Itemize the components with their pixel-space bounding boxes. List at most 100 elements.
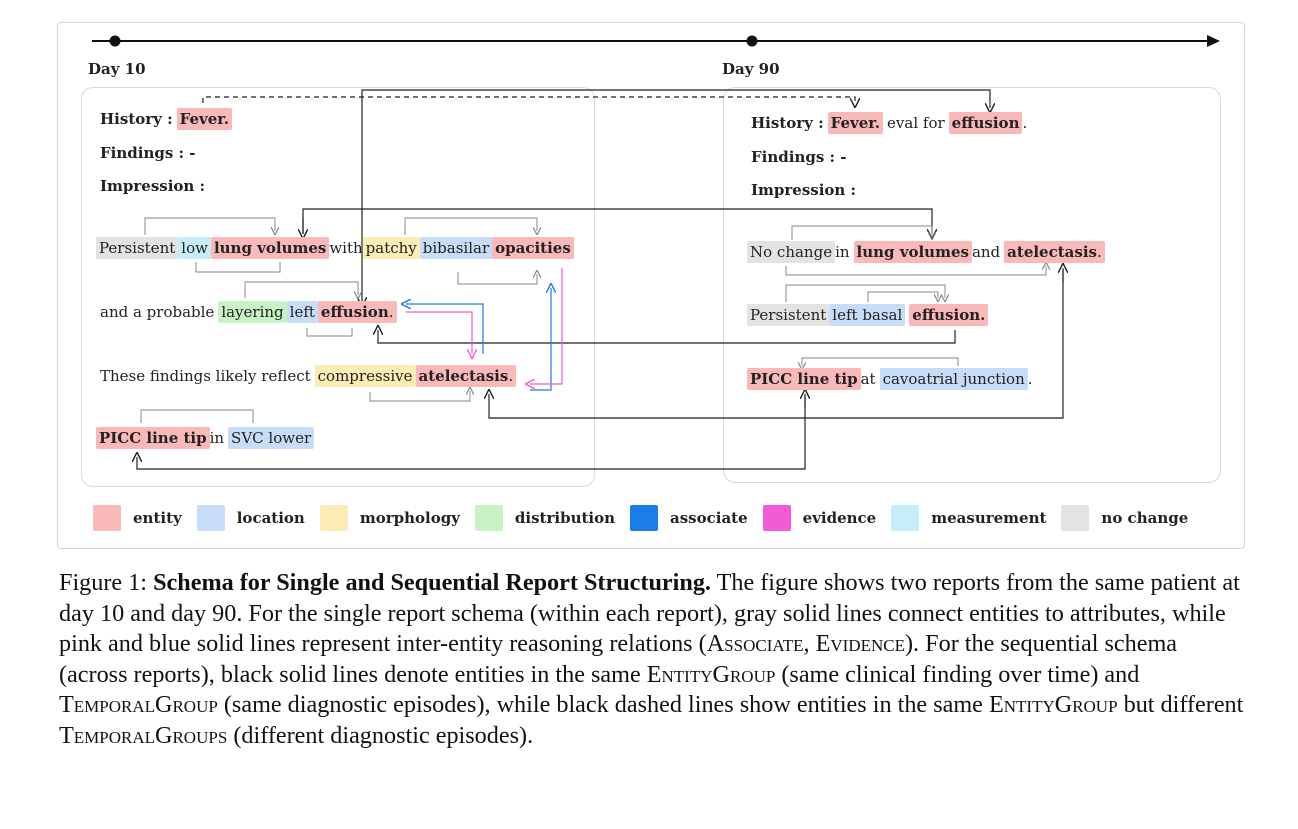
evidence-link-2: [530, 268, 563, 384]
token-patchy: patchy: [362, 237, 420, 259]
solid-link-lung-volumes: [302, 208, 932, 234]
gray-link-cavoatrial: [802, 357, 959, 366]
caption-sc-associate: Associate: [706, 630, 804, 657]
report-day10-box: [81, 87, 595, 487]
caption-sc-temporalgroups: TemporalGroups: [59, 721, 228, 749]
timeline-dot-day90: [746, 35, 758, 47]
token-in-2: in: [835, 243, 850, 261]
gray-link-no-change-2: [785, 266, 1046, 276]
token-persistent: Persistent: [96, 237, 179, 259]
entity-fever: Fever.: [176, 108, 233, 130]
caption-text-4: (same clinical finding over time) and: [775, 660, 1140, 688]
gray-link-left-basal: [867, 291, 938, 302]
gray-link-no-change: [791, 225, 932, 240]
solid-link-atelectasis: [489, 270, 1064, 419]
token-these-findings: These findings likely reflect: [100, 367, 311, 385]
token-left-basal: left basal: [829, 304, 906, 326]
token-no-change: No change: [747, 241, 836, 263]
token-and: and: [971, 243, 1001, 261]
token-eval-for: eval for: [887, 114, 945, 132]
token-and-a-probable: and a probable: [100, 303, 215, 321]
gray-link-persistent-2: [785, 284, 945, 302]
history-label-2: History :: [751, 114, 824, 132]
legend-item-entity: entity: [93, 505, 182, 531]
token-compressive: compressive: [314, 365, 416, 387]
report2-sentence3: PICC line tip at cavoatrial junction .: [747, 368, 1033, 390]
token-low: low: [178, 237, 211, 259]
solid-link-picc: [137, 396, 806, 470]
report2-history: History : Fever. eval for effusion .: [751, 112, 1027, 134]
token-with: with: [329, 239, 363, 257]
token-bibasilar: bibasilar: [419, 237, 493, 259]
report2-sentence2: Persistent left basal effusion.: [747, 304, 989, 326]
entity-opacities: opacities: [492, 237, 574, 259]
token-at: at: [860, 370, 876, 388]
caption-sc-temporalgroup: TemporalGroup: [59, 691, 218, 718]
gray-link-svc: [140, 409, 254, 423]
entity-fever-2: Fever.: [827, 112, 884, 134]
gray-link-persistent: [144, 217, 275, 235]
report1-sentence2: and a probable layering left effusion.: [100, 301, 397, 323]
report2-sentence1: No change in lung volumes and atelectasi…: [747, 241, 1105, 263]
caption-text-6: but different: [1117, 691, 1244, 718]
caption-text-3: ). For the sequential schema (across rep…: [59, 630, 1178, 688]
legend-swatch-distribution: [474, 505, 503, 531]
history-label: History :: [100, 110, 173, 128]
gray-link-compressive: [369, 391, 470, 402]
report1-sentence3: These findings likely reflect compressiv…: [100, 365, 517, 387]
legend-item-distribution: distribution: [474, 505, 615, 531]
dashed-link-fever: [202, 96, 855, 103]
token-layering: layering: [218, 301, 287, 323]
legend-swatch-entity: [93, 505, 121, 531]
legend-item-evidence: evidence: [762, 505, 876, 531]
entity-effusion-history: effusion: [948, 112, 1023, 134]
caption-sc-entitygroup-2: EntityGroup: [988, 691, 1118, 718]
token-persistent-2: Persistent: [747, 304, 830, 326]
figure-frame: [57, 22, 1245, 549]
figure-caption: Figure 1: Schema for Single and Sequenti…: [59, 568, 1245, 751]
gray-link-left: [306, 328, 353, 337]
gray-link-bibasilar: [457, 272, 537, 285]
report1-impression: Impression :: [100, 177, 206, 195]
caption-text-5: (same diagnostic episodes), while black …: [217, 691, 989, 718]
caption-prefix: Figure 1:: [59, 569, 154, 596]
report2-impression: Impression :: [751, 181, 857, 199]
legend-item-measurement: measurement: [891, 505, 1046, 531]
gray-link-low: [195, 262, 281, 273]
day90-label: Day 90: [722, 60, 780, 78]
report-day90-box: [723, 87, 1221, 483]
legend: entity location morphology distribution …: [93, 505, 1203, 531]
associate-link-1: [406, 304, 484, 354]
legend-item-associate: associate: [630, 505, 748, 531]
entity-lung-volumes: lung volumes: [210, 237, 330, 259]
token-left: left: [286, 301, 318, 323]
solid-link-effusion: [378, 330, 956, 344]
token-period-2: .: [1027, 370, 1033, 388]
legend-item-morphology: morphology: [319, 505, 460, 531]
evidence-link-1: [406, 311, 472, 354]
caption-text-2: ,: [803, 630, 816, 657]
legend-swatch-morphology: [319, 505, 348, 531]
report2-findings: Findings : -: [751, 148, 847, 166]
caption-text-1: The figure shows two reports from the sa…: [59, 569, 1240, 657]
token-cavoatrial-junction: cavoatrial junction: [879, 368, 1028, 390]
timeline-arrowhead: [1207, 35, 1220, 47]
report1-sentence4: PICC line tip in SVC lower: [96, 427, 315, 449]
caption-text-7: (different diagnostic episodes).: [227, 721, 534, 749]
entity-effusion-2: effusion.: [909, 304, 989, 326]
timeline-dot-day10: [109, 35, 121, 47]
caption-title: Schema for Single and Sequential Report …: [153, 569, 711, 596]
legend-item-no-change: no change: [1061, 505, 1188, 531]
caption-sc-entitygroup: EntityGroup: [646, 660, 776, 688]
associate-link-2: [530, 288, 551, 391]
report1-findings: Findings : -: [100, 144, 196, 162]
legend-item-location: location: [196, 505, 305, 531]
legend-swatch-measurement: [891, 505, 920, 531]
day10-label: Day 10: [88, 60, 146, 78]
token-svc-lower: SVC lower: [228, 427, 315, 449]
entity-atelectasis-2: atelectasis.: [1004, 241, 1105, 263]
entity-atelectasis: atelectasis.: [415, 365, 517, 387]
legend-swatch-no-change: [1061, 505, 1090, 531]
caption-sc-evidence: Evidence: [815, 630, 905, 657]
legend-swatch-associate: [630, 505, 659, 531]
